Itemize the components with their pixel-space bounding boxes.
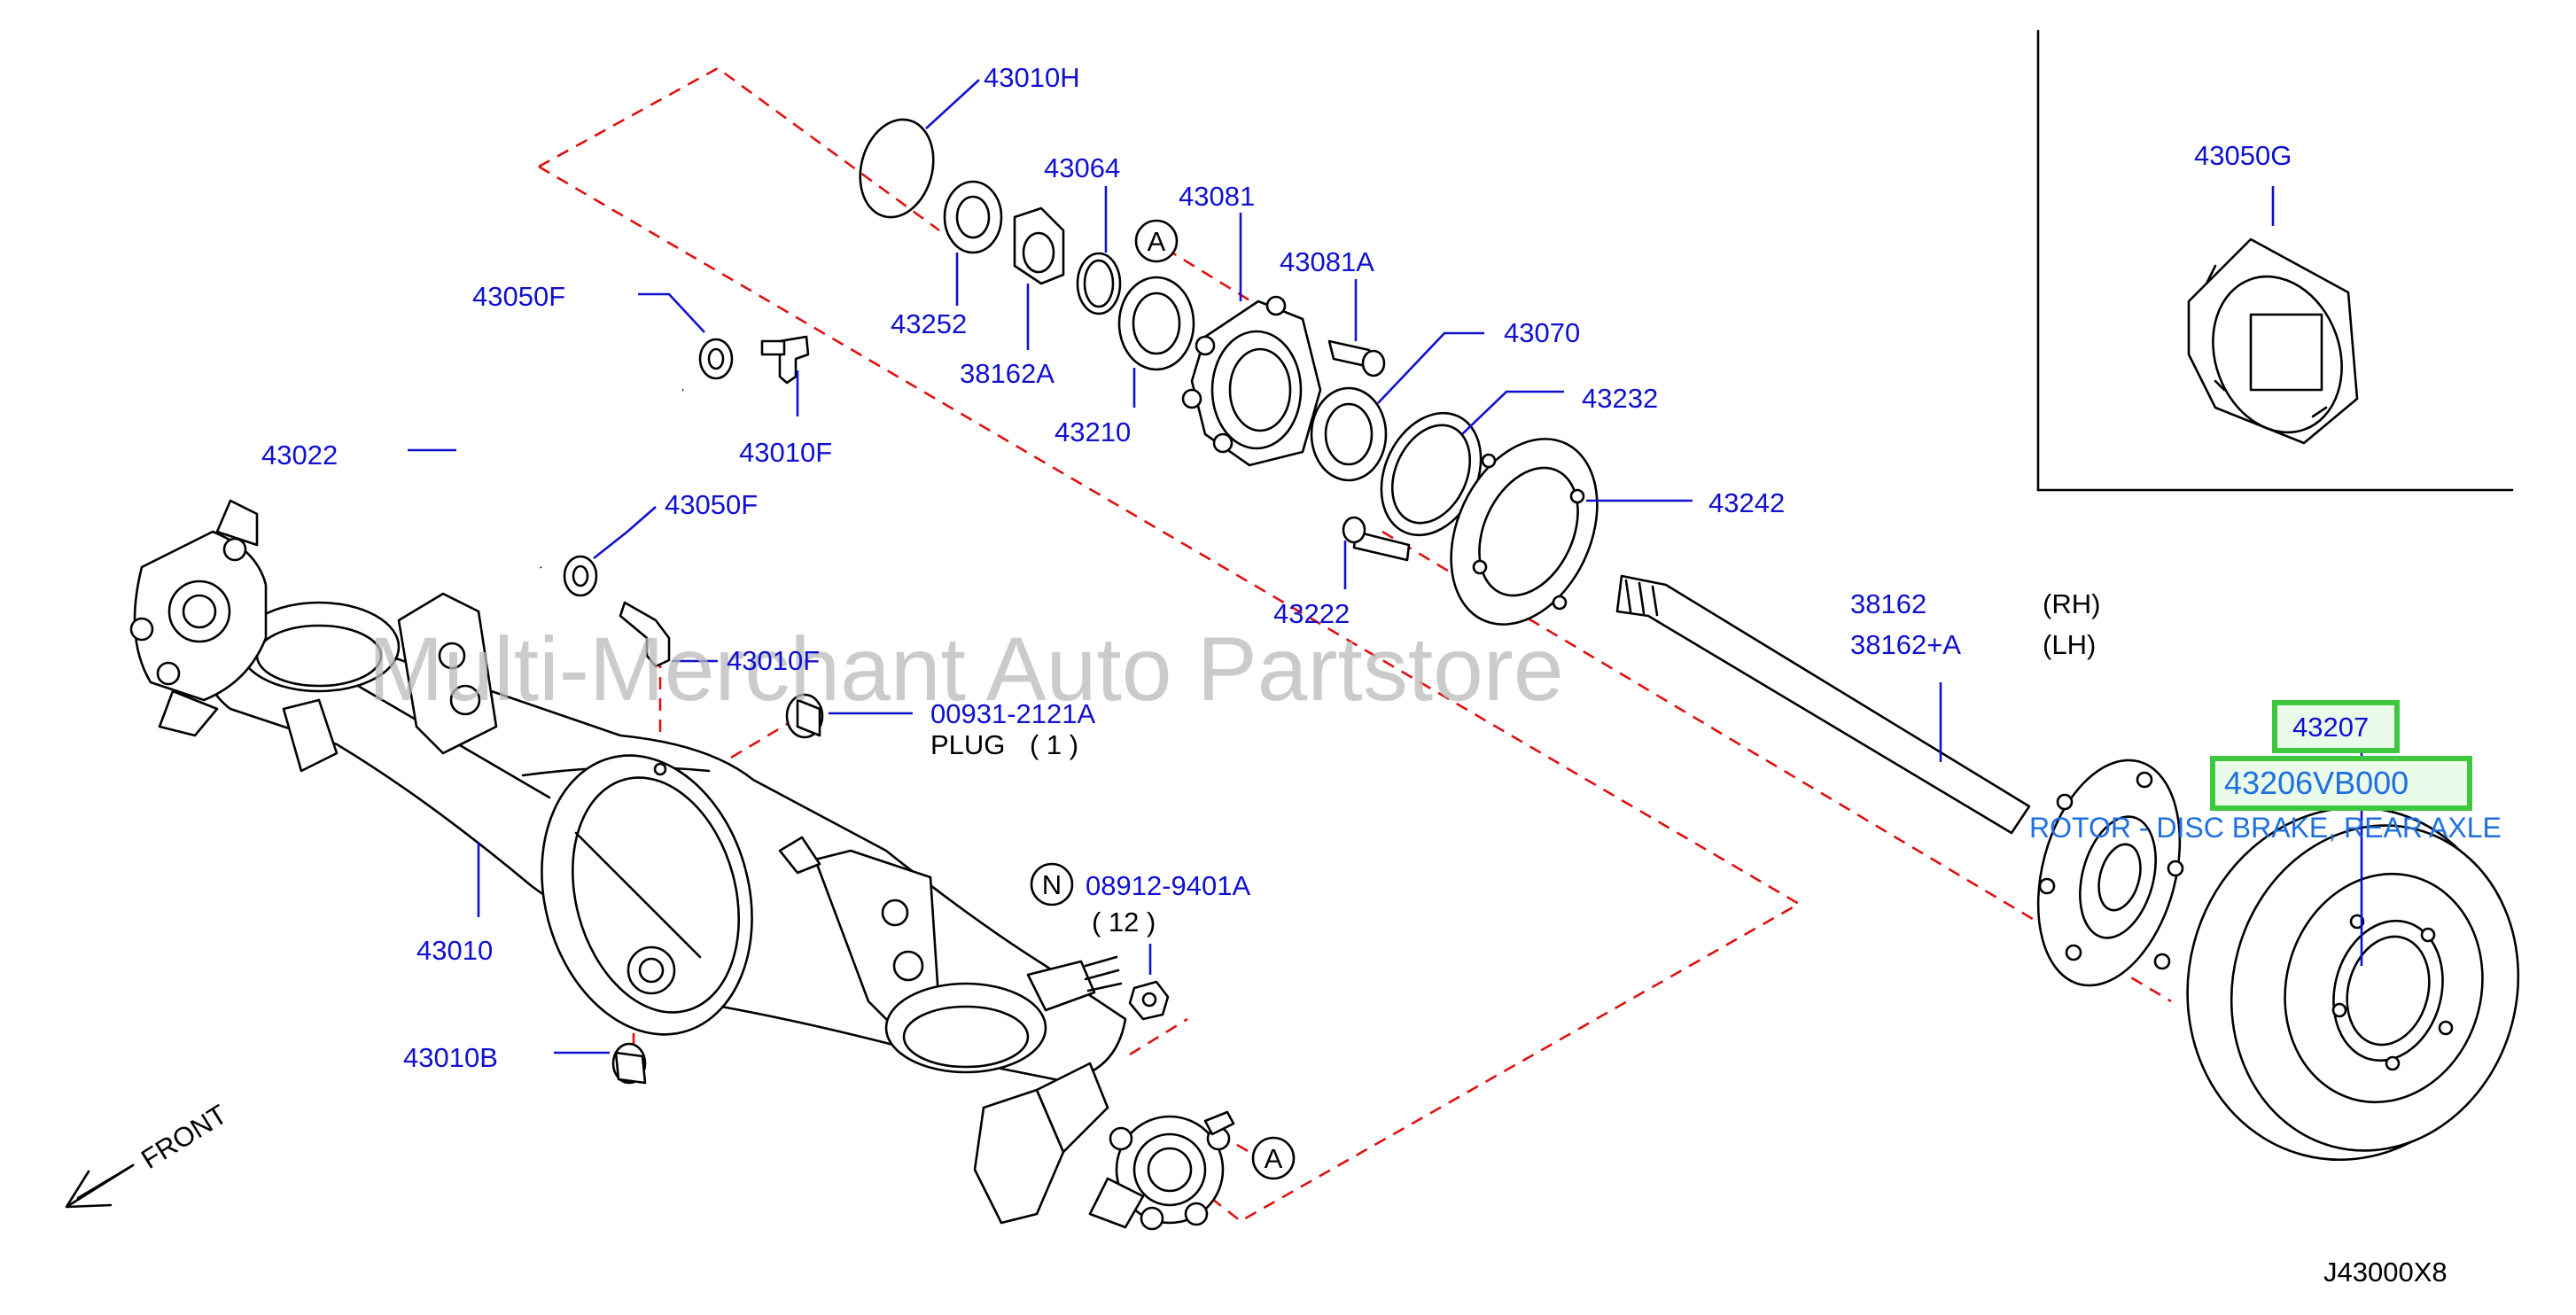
highlight-box-43206VB000 [2210,756,2472,811]
label-43070[interactable]: 43070 [1504,317,1580,348]
ref-marker-a-top-text: A [1148,226,1166,257]
label-rh: (RH) [2043,588,2100,619]
part-labels: 43010H 43064 43081 43081A 43252 38162A 4… [261,62,2292,1073]
label-43206VB000[interactable]: 43206VB000 [2224,765,2409,801]
label-43210[interactable]: 43210 [1055,416,1131,447]
highlight-box-43207 [2272,700,2400,753]
label-43232[interactable]: 43232 [1582,383,1658,414]
label-43010F-top[interactable]: 43010F [739,437,832,468]
n-marker: N [1030,862,1074,906]
brake-rotor [2186,805,2520,1162]
parts-breather [450,335,1170,1085]
axle-shaft [1615,574,2184,987]
label-43081[interactable]: 43081 [1179,181,1255,212]
front-indicator: FRONT [65,1099,232,1209]
diagram-code: J43000X8 [2323,1257,2448,1288]
label-plug-qty: ( 1 ) [1030,729,1078,760]
label-43252[interactable]: 43252 [891,308,967,339]
ref-marker-a-top: A [1134,219,1179,263]
ref-marker-a-bottom: A [1251,1136,1296,1180]
label-43081A[interactable]: 43081A [1280,246,1374,277]
inset-frame [2036,29,2514,492]
label-43050G[interactable]: 43050G [2194,140,2292,171]
label-43010H[interactable]: 43010H [984,62,1080,93]
label-plug: PLUG [930,729,1005,760]
label-38162[interactable]: 38162 [1850,588,1926,619]
label-nut-qty: ( 12 ) [1092,906,1156,938]
highlighted-rotor-labels: 43207 43206VB000 ROTOR - DISC BRAKE, REA… [2029,700,2502,844]
label-38162A-lh[interactable]: 38162+A [1850,629,1961,660]
label-43010F-mid[interactable]: 43010F [727,645,820,676]
label-00931-2121A[interactable]: 00931-2121A [930,698,1095,729]
label-lh: (LH) [2043,629,2096,660]
label-43242[interactable]: 43242 [1708,487,1785,518]
axle-housing [129,499,1235,1231]
label-43050F-mid[interactable]: 43050F [665,489,758,520]
label-43222[interactable]: 43222 [1273,598,1350,629]
leader-lines [408,79,2363,1054]
parts-hub-assembly [859,118,1599,626]
label-43064[interactable]: 43064 [1044,152,1120,183]
label-08912-9401A[interactable]: 08912-9401A [1086,870,1250,901]
n-marker-text: N [1042,869,1062,900]
label-43010[interactable]: 43010 [416,935,493,966]
ref-marker-a-bottom-text: A [1265,1143,1283,1174]
label-43010B[interactable]: 43010B [403,1042,498,1073]
inset-part-43050G [2187,237,2359,445]
label-43022[interactable]: 43022 [261,440,338,471]
watermark-text: Multi-Merchant Auto Partstore [368,619,1563,720]
label-43207[interactable]: 43207 [2292,712,2369,743]
rotor-description: ROTOR - DISC BRAKE, REAR AXLE [2029,812,2502,844]
front-label: FRONT [136,1099,232,1175]
label-38162A[interactable]: 38162A [960,358,1055,389]
label-43050F-top[interactable]: 43050F [472,281,565,312]
